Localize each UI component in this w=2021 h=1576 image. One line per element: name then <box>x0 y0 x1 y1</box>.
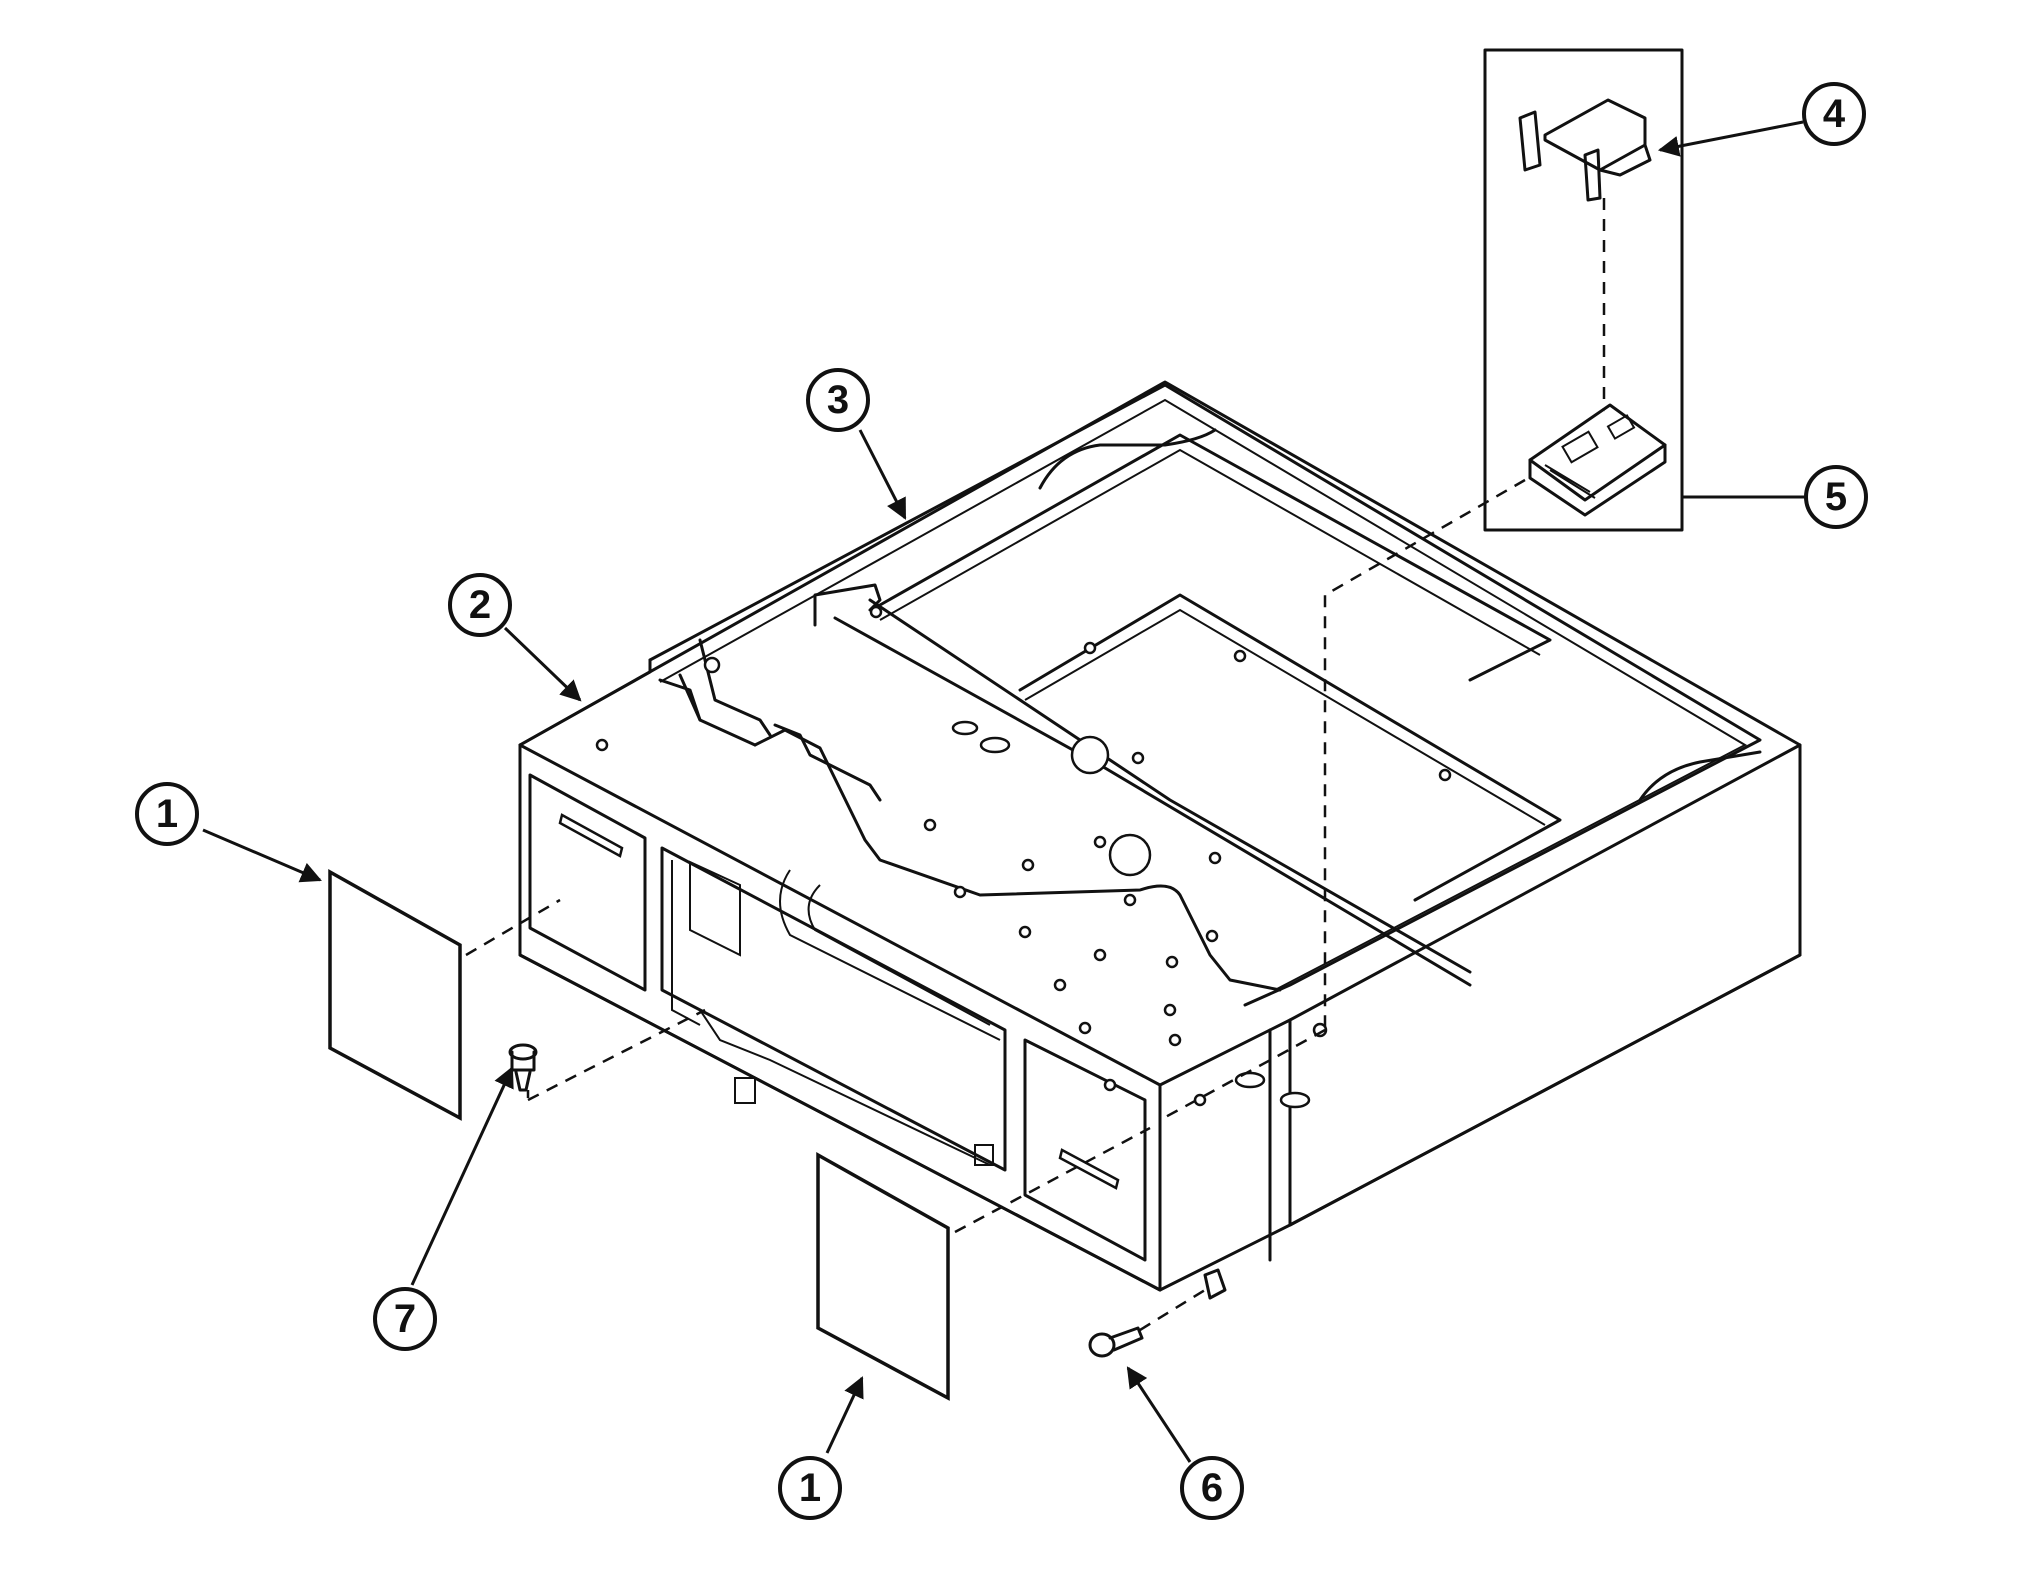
callout-5: 5 <box>1682 465 1868 529</box>
callout-6: 6 <box>1126 1366 1244 1520</box>
callout-7-label: 7 <box>394 1297 416 1341</box>
part-5-plate <box>1528 403 1667 517</box>
part-6-screw <box>1088 1326 1144 1358</box>
callout-1-left: 1 <box>135 782 322 883</box>
callout-2: 2 <box>448 573 582 702</box>
callout-4: 4 <box>1657 82 1866 157</box>
callout-3: 3 <box>806 368 907 520</box>
part-1-panel-right <box>816 1152 950 1401</box>
callout-6-label: 6 <box>1201 1466 1223 1510</box>
callout-1-bottom-label: 1 <box>799 1466 821 1510</box>
callout-7: 7 <box>373 1066 514 1351</box>
assembly-lines <box>465 478 1526 1332</box>
callout-3-label: 3 <box>827 378 849 422</box>
callout-1-left-label: 1 <box>156 792 178 836</box>
callout-5-label: 5 <box>1825 475 1847 519</box>
callout-4-label: 4 <box>1823 92 1846 136</box>
part-4-clip <box>1518 98 1652 202</box>
pedestal-base <box>518 380 1802 1292</box>
callout-2-label: 2 <box>469 583 491 627</box>
part-7-screw <box>508 1043 538 1092</box>
inset-parts-box <box>1483 48 1684 532</box>
part-1-panel-left <box>328 869 462 1121</box>
callout-1-bottom: 1 <box>778 1376 864 1520</box>
